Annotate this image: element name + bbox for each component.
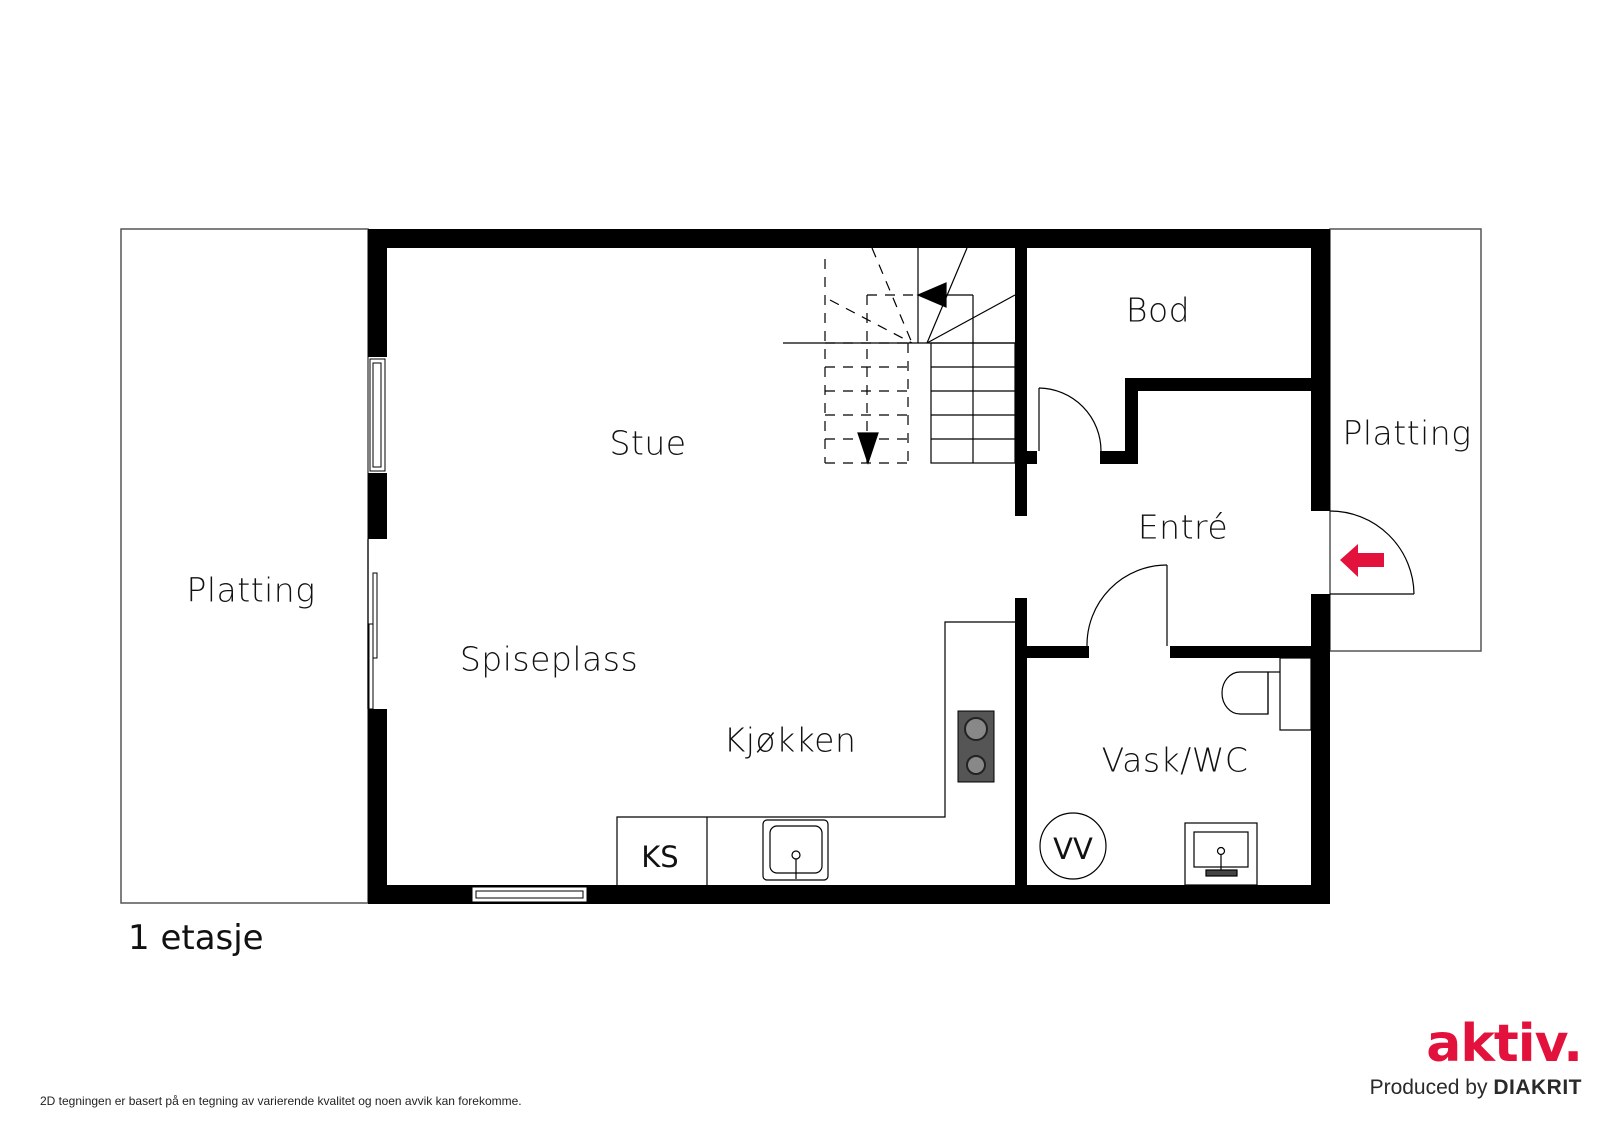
room-label-stue: Stue — [609, 423, 687, 463]
entrance-arrow-icon — [1340, 544, 1384, 577]
kitchen-sink-icon — [762, 819, 829, 881]
credit-company: DIAKRIT — [1493, 1076, 1582, 1099]
washbasin-icon — [1184, 822, 1258, 886]
producer-credit: Produced by DIAKRIT — [1370, 1076, 1582, 1100]
door-entrance — [1329, 510, 1415, 595]
room-label-vask-wc: Vask/WC — [1101, 740, 1249, 780]
room-label-kjokken: Kjøkken — [723, 720, 857, 760]
interior-walls — [1015, 229, 1330, 904]
water-heater-icon — [1039, 812, 1107, 880]
stair-arrow-up-icon — [916, 282, 947, 308]
door-bod — [1038, 387, 1102, 452]
room-label-platting-right: Platting — [1342, 413, 1472, 453]
room-label-entre: Entré — [1137, 507, 1229, 547]
exterior-walls — [368, 229, 1330, 904]
credit-prefix: Produced by — [1369, 1076, 1488, 1099]
window-bottom — [471, 886, 588, 903]
toilet-icon — [1221, 657, 1312, 731]
sliding-door-left — [367, 539, 378, 710]
door-vask-wc — [1086, 564, 1168, 647]
aktiv-logo: aktiv. — [1426, 1014, 1583, 1074]
window-left — [369, 358, 386, 472]
floor-label: 1 etasje — [128, 918, 264, 958]
fixture-label-ks: KS — [641, 840, 679, 874]
staircase — [783, 247, 1016, 465]
room-label-spiseplass: Spiseplass — [459, 639, 639, 679]
cooktop-icon — [957, 710, 995, 783]
stair-arrow-down-icon — [857, 432, 879, 465]
disclaimer-text: 2D tegningen er basert på en tegning av … — [40, 1094, 522, 1108]
brand-block: aktiv. Produced by DIAKRIT — [1370, 1014, 1583, 1100]
kitchen-counter — [616, 621, 1015, 885]
room-label-platting-left: Platting — [186, 570, 316, 610]
fixture-label-vv: VV — [1053, 832, 1093, 866]
platting-left-outline — [120, 228, 369, 904]
room-label-bod: Bod — [1125, 290, 1191, 330]
